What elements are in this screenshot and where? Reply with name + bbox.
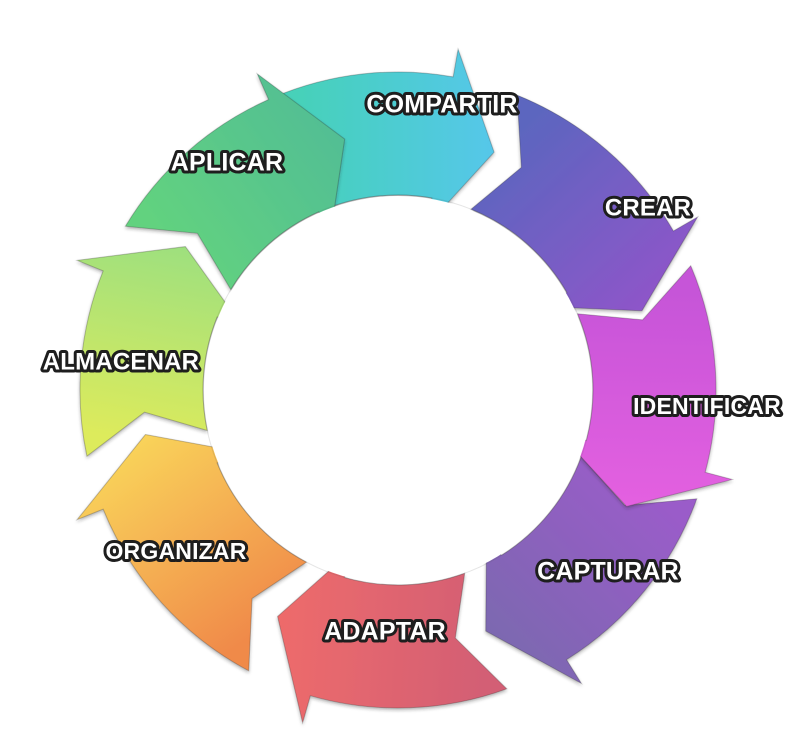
arrow-compartir (470, 94, 700, 312)
label-organizar: ORGANIZAR (105, 538, 246, 564)
arrow-capturar (277, 549, 508, 725)
label-capturar: CAPTURAR (537, 558, 679, 586)
label-aplicar: APLICAR (171, 149, 284, 177)
label-layer: APLICAR ALMACENAR ORGANIZAR ADAPTAR CAPTURAR… (40, 88, 784, 649)
label-compartir: COMPARTIR (366, 91, 517, 119)
label-crear: CREAR (605, 194, 691, 221)
label-adaptar: ADAPTAR (324, 618, 446, 646)
label-identificar: IDENTIFICAR (633, 393, 781, 419)
arrow-almacenar (124, 72, 346, 291)
arrow-identificar (485, 455, 698, 685)
arrow-adaptar (75, 433, 308, 672)
center-hole (204, 196, 592, 584)
arrow-layer (75, 47, 735, 725)
label-almacenar: ALMACENAR (43, 348, 199, 375)
arrow-organizar (75, 246, 245, 457)
arrow-crear (557, 264, 735, 508)
inner-ring-edge (202, 194, 594, 586)
